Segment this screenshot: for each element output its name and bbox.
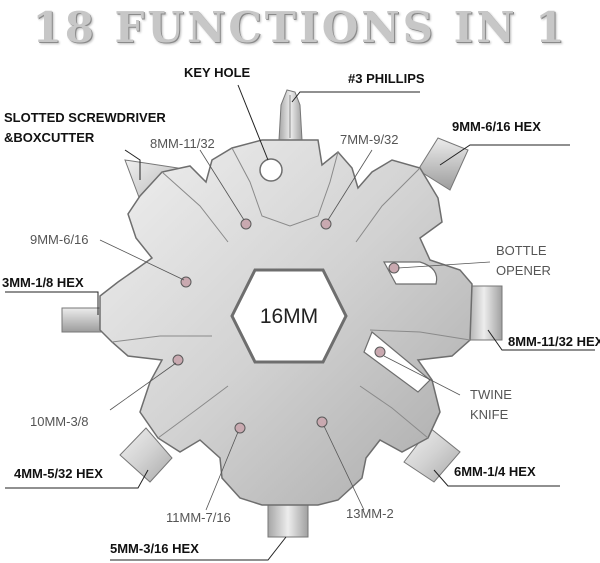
label-phillips: #3 PHILLIPS [348, 71, 425, 86]
label-8mm-hex: 8MM-11/32 HEX [508, 334, 600, 349]
key-hole [259, 158, 283, 182]
label-4mm-hex: 4MM-5/32 HEX [14, 466, 103, 481]
label-13mm-2: 13MM-2 [346, 506, 394, 521]
dot-10mm [172, 354, 184, 366]
hex-bit-4mm [119, 427, 173, 483]
label-twine-1: TWINE [470, 387, 512, 402]
dot-11mm [234, 422, 246, 434]
label-8mm-11-32: 8MM-11/32 [150, 136, 215, 151]
label-twine-2: KNIFE [470, 407, 509, 422]
dot-9mm [180, 276, 192, 288]
label-boxcutter: &BOXCUTTER [4, 130, 95, 145]
label-6mm-hex: 6MM-1/4 HEX [454, 464, 536, 479]
phillips-bit [278, 89, 303, 141]
label-key-hole: KEY HOLE [184, 65, 251, 80]
label-3mm-hex: 3MM-1/8 HEX [2, 275, 84, 290]
label-5mm-hex: 5MM-3/16 HEX [110, 541, 199, 556]
hex-bit-9mm [417, 137, 469, 191]
label-9mm-hex: 9MM-6/16 HEX [452, 119, 541, 134]
center-label: 16MM [260, 305, 318, 328]
label-slotted: SLOTTED SCREWDRIVER [4, 110, 166, 125]
dot-8mm [240, 218, 252, 230]
dot-twine [374, 346, 386, 358]
center-hex-16mm: 16MM [230, 268, 348, 364]
leader-lines [5, 84, 595, 561]
label-10mm-3-8: 10MM-3/8 [30, 414, 89, 429]
label-bottle-2: OPENER [496, 263, 551, 278]
page-title: 18 FUNCTIONS IN 1 [32, 3, 568, 52]
label-7mm-9-32: 7MM-9/32 [340, 132, 399, 147]
label-9mm-6-16: 9MM-6/16 [30, 232, 89, 247]
dot-bottle [388, 262, 400, 274]
dot-13mm [316, 416, 328, 428]
label-11mm-7-16: 11MM-7/16 [166, 510, 231, 525]
dot-7mm [320, 218, 332, 230]
label-bottle-1: BOTTLE [496, 243, 547, 258]
